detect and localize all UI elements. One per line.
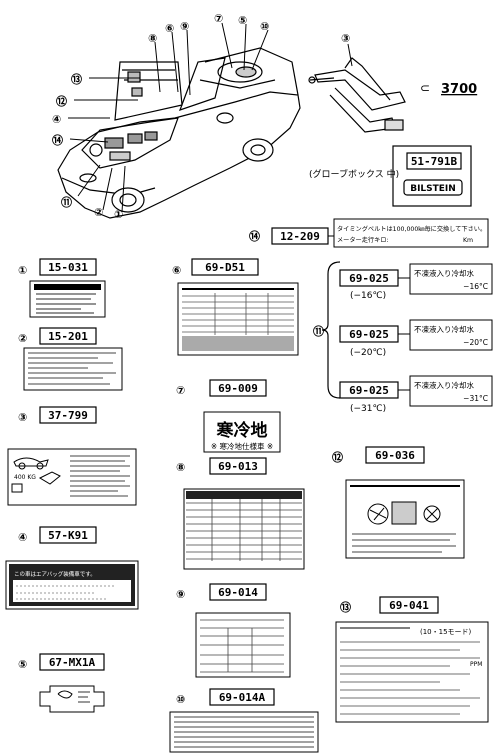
label-5-group: ⑤ 67-MX1A [18,653,105,713]
svg-text:不凍液入り冷却水: 不凍液入り冷却水 [414,380,474,390]
item14-callout: ⑭ [249,229,260,243]
callout-5: ⑤ [238,14,247,27]
jack-group: ③ ⊂ 3700 [308,32,477,133]
item-14-group: ⑭ 12-209 タイミングベルトは100,000㎞毎に交換して下さい。 メータ… [249,218,489,248]
svg-text:不凍液入り冷却水: 不凍液入り冷却水 [414,268,474,278]
svg-text:④: ④ [18,531,27,544]
svg-text:⑫: ⑫ [332,450,343,464]
svg-text:69-014: 69-014 [218,586,258,599]
label-4-group: ④ 57-K91 この車はエアバッグ装備車です。 [5,526,139,610]
svg-text:69-014A: 69-014A [219,691,266,704]
svg-text:※ 寒冷地仕様車 ※: ※ 寒冷地仕様車 ※ [211,441,273,451]
svg-text:この車はエアバッグ装備車です。: この車はエアバッグ装備車です。 [14,570,96,578]
svg-text:PPM: PPM [470,661,482,668]
svg-text:①: ① [18,264,27,277]
car-illustration [57,47,301,219]
svg-text:−31°C: −31°C [463,394,488,403]
item14-partnum: 12-209 [280,230,320,243]
svg-text:⑥: ⑥ [172,264,181,277]
svg-text:⑤: ⑤ [18,658,27,671]
coolant-group: ⑪ 69-025 (−16℃) 不凍液入り冷却水 −16°C 69-025 (−… [313,261,493,414]
label-1-group: ① 15-031 [18,258,106,318]
label-10-group: ⑩ 69-014A [169,688,319,753]
label-8-group: ⑧ 69-013 [176,457,305,570]
label-3-group: ③ 37-799 400 KG [7,406,137,506]
coolant-item-3: 69-025 (−31℃) 不凍液入り冷却水 −31°C [339,375,493,414]
callout-4: ④ [52,113,61,126]
svg-text:15-201: 15-201 [48,330,88,343]
svg-text:⑬: ⑬ [340,600,351,614]
label-12-group: ⑫ 69-036 [332,446,465,559]
jack-illustration [308,57,406,133]
svg-text:③: ③ [18,411,27,424]
svg-text:(−16℃): (−16℃) [350,291,386,301]
svg-text:57-K91: 57-K91 [48,529,88,542]
svg-text:−16°C: −16°C [463,282,488,291]
svg-text:15-031: 15-031 [48,261,88,274]
item14-text1: タイミングベルトは100,000㎞毎に交換して下さい。 [337,225,486,233]
coolant-item-2: 69-025 (−20℃) 不凍液入り冷却水 −20°C [339,319,493,358]
callout-10: ⑩ [260,20,269,33]
label-7-group: ⑦ 69-009 寒冷地 ※ 寒冷地仕様車 ※ [176,379,281,453]
svg-text:⑦: ⑦ [176,384,185,397]
svg-text:−20°C: −20°C [463,338,488,347]
label-6-group: ⑥ 69-D51 [172,258,299,356]
car-callouts: ⑧ ⑥ ⑨ ⑦ ⑤ ⑩ ⑬ ⑫ ④ ⑭ ⑪ ② ① [52,12,269,221]
svg-text:⑧: ⑧ [176,461,185,474]
callout-9: ⑨ [180,20,189,33]
svg-text:(−20℃): (−20℃) [350,348,386,358]
svg-text:(−31℃): (−31℃) [350,404,386,414]
svg-text:400 KG: 400 KG [14,474,36,481]
coolant-item-1: 69-025 (−16℃) 不凍液入り冷却水 −16°C [339,263,493,301]
svg-text:69-D51: 69-D51 [205,261,245,274]
callout-13: ⑬ [71,72,82,86]
item14-unit: Km [463,237,473,244]
svg-text:67-MX1A: 67-MX1A [49,656,96,669]
bilstein-badge [403,179,463,196]
bilstein-text: BILSTEIN [410,184,456,194]
svg-text:⑨: ⑨ [176,588,185,601]
callout-leaders [68,22,269,213]
callout-14: ⑭ [52,133,63,147]
label-2-group: ② 15-201 [18,327,123,391]
glovebox-partnum-box [406,152,462,170]
jack-ref-number: 3700 [441,82,477,97]
callout-11: ⑪ [61,195,72,209]
callout-7: ⑦ [214,12,223,25]
svg-text:⑩: ⑩ [176,693,185,706]
svg-text:不凍液入り冷却水: 不凍液入り冷却水 [414,324,474,334]
open-hood [114,61,183,121]
glovebox-caption: (グローブボックス 中) [309,168,399,180]
glovebox-group: 51-791B BILSTEIN (グローブボックス 中) [309,145,472,207]
svg-text:69-009: 69-009 [218,382,258,395]
jack-ref-arrow: ⊂ [420,81,430,95]
jack-callout: ③ [341,32,350,45]
svg-text:69-025: 69-025 [349,328,389,341]
callout-12: ⑫ [56,94,67,108]
label-9-group: ⑨ 69-014 [176,583,291,678]
svg-text:69-036: 69-036 [375,449,415,462]
svg-text:(10・15モード): (10・15モード) [420,628,472,636]
svg-text:②: ② [18,332,27,345]
callout-1: ① [114,208,123,221]
label-13-group: ⑬ 69-041 (10・15モード) PPM [335,596,489,723]
jack-ref: ⊂ 3700 [420,81,477,97]
callout-8: ⑧ [148,32,157,45]
item14-text2: メーター走行キロ: [337,236,389,244]
svg-text:69-025: 69-025 [349,272,389,285]
svg-text:⑪: ⑪ [313,324,324,338]
svg-text:69-041: 69-041 [389,599,429,612]
svg-text:69-013: 69-013 [218,460,258,473]
svg-text:37-799: 37-799 [48,409,88,422]
svg-text:69-025: 69-025 [349,384,389,397]
callout-2: ② [94,206,103,219]
svg-text:寒冷地: 寒冷地 [217,420,268,441]
callout-6: ⑥ [165,22,174,35]
glovebox-partnum: 51-791B [411,155,458,168]
